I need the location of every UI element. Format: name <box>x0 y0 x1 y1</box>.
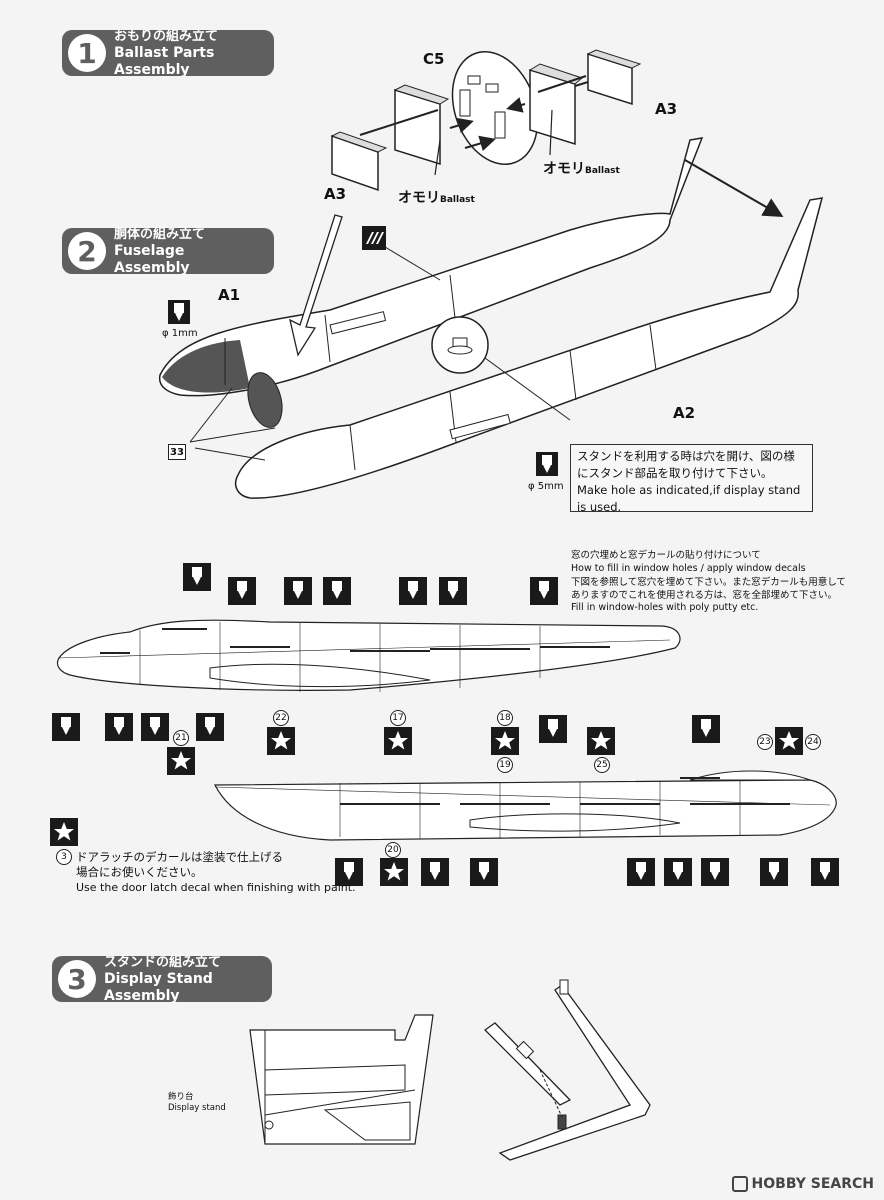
window-fill-marker <box>811 858 839 886</box>
star-decal-marker <box>380 858 408 886</box>
window-fill-marker <box>421 858 449 886</box>
star-decal-marker <box>267 727 295 755</box>
window-fill-marker <box>183 563 211 591</box>
star-decal-marker <box>384 727 412 755</box>
part-c5-label: C5 <box>423 50 445 68</box>
drill-5mm-label: φ 5mm <box>528 481 564 492</box>
part-a3-right-label: A3 <box>655 100 678 118</box>
window-fill-marker <box>323 577 351 605</box>
window-note: 窓の穴埋めと窓デカールの貼り付けについて How to fill in wind… <box>571 550 846 613</box>
step1-badge: 1 おもりの組み立て Ballast Parts Assembly <box>62 28 274 78</box>
ballast-right-label: オモリBallast <box>543 161 620 177</box>
window-fill-marker <box>530 577 558 605</box>
star-decal-marker <box>491 727 519 755</box>
window-fill-marker <box>196 713 224 741</box>
stand-note-en: Make hole as indicated,if display stand … <box>577 483 801 514</box>
stand-assembly-diagram <box>483 979 651 1161</box>
window-fill-marker <box>52 713 80 741</box>
step3-title-jp: スタンドの組み立て <box>104 954 222 970</box>
step3-badge: 3 スタンドの組み立て Display Stand Assembly <box>52 954 272 1004</box>
stand-note-jp: スタンドを利用する時は穴を開け、図の様にスタンド部品を取り付けて下さい。 <box>577 449 795 480</box>
decal-number: 22 <box>273 710 289 726</box>
part-a2-label: A2 <box>673 404 696 422</box>
window-fill-marker <box>141 713 169 741</box>
window-fill-marker <box>539 715 567 743</box>
step3-title-en: Display Stand Assembly <box>104 970 213 1004</box>
stand-instruction-note: スタンドを利用する時は穴を開け、図の様にスタンド部品を取り付けて下さい。 Mak… <box>570 444 813 514</box>
window-fill-marker <box>228 577 256 605</box>
window-fill-marker <box>439 577 467 605</box>
window-fill-marker <box>284 577 312 605</box>
side-view-left <box>56 619 681 692</box>
part-a1-label: A1 <box>218 286 241 304</box>
decal-number: 24 <box>805 734 821 750</box>
step2-number: 2 <box>68 232 106 270</box>
step2-title-en: Fuselage Assembly <box>114 242 190 276</box>
decal-number: 21 <box>173 730 189 746</box>
watermark: HOBBY SEARCH <box>731 1176 874 1192</box>
decal-33-marker: 33 <box>168 444 186 460</box>
star-decal-marker <box>167 747 195 775</box>
step1-number: 1 <box>68 34 106 72</box>
part-a3-left-label: A3 <box>324 185 347 203</box>
window-fill-marker <box>105 713 133 741</box>
window-fill-marker <box>701 858 729 886</box>
ballast-assembly-diagram <box>330 49 642 192</box>
display-stand-label: 飾り台 Display stand <box>168 1092 226 1113</box>
step2-badge: 2 胴体の組み立て Fuselage Assembly <box>62 226 274 276</box>
step1-title-jp: おもりの組み立て <box>114 28 219 44</box>
star-decal-marker <box>775 727 803 755</box>
decal-number: 18 <box>497 710 513 726</box>
hobby-search-logo-icon <box>731 1176 748 1192</box>
window-fill-marker <box>760 858 788 886</box>
window-fill-marker <box>692 715 720 743</box>
decal-number: 17 <box>390 710 406 726</box>
window-fill-marker <box>664 858 692 886</box>
decal-number: 25 <box>594 757 610 773</box>
step1-title-en: Ballast Parts Assembly <box>114 44 215 78</box>
drill-1mm-label: φ 1mm <box>162 328 198 339</box>
decal-number: 23 <box>757 734 773 750</box>
side-view-right <box>214 770 837 841</box>
drill-1mm-icon <box>168 300 190 324</box>
fuselage-assembly-diagram <box>158 137 824 499</box>
decal-stripe-icon <box>362 226 386 250</box>
decal-number: 19 <box>497 757 513 773</box>
stand-sprue-diagram <box>249 1014 434 1145</box>
ballast-left-label: オモリBallast <box>398 190 475 206</box>
decal-number: 3 <box>56 849 72 865</box>
window-fill-marker <box>470 858 498 886</box>
drill-5mm-icon <box>536 452 558 476</box>
window-fill-marker <box>335 858 363 886</box>
decal-number: 20 <box>385 842 401 858</box>
window-fill-marker <box>399 577 427 605</box>
star-decal-marker <box>50 818 78 846</box>
star-decal-marker <box>587 727 615 755</box>
window-fill-marker <box>627 858 655 886</box>
door-latch-note: ドアラッチのデカールは塗装で仕上げる 場合にお使いください。 Use the d… <box>76 850 356 894</box>
step3-number: 3 <box>58 960 96 998</box>
step2-title-jp: 胴体の組み立て <box>114 226 206 242</box>
